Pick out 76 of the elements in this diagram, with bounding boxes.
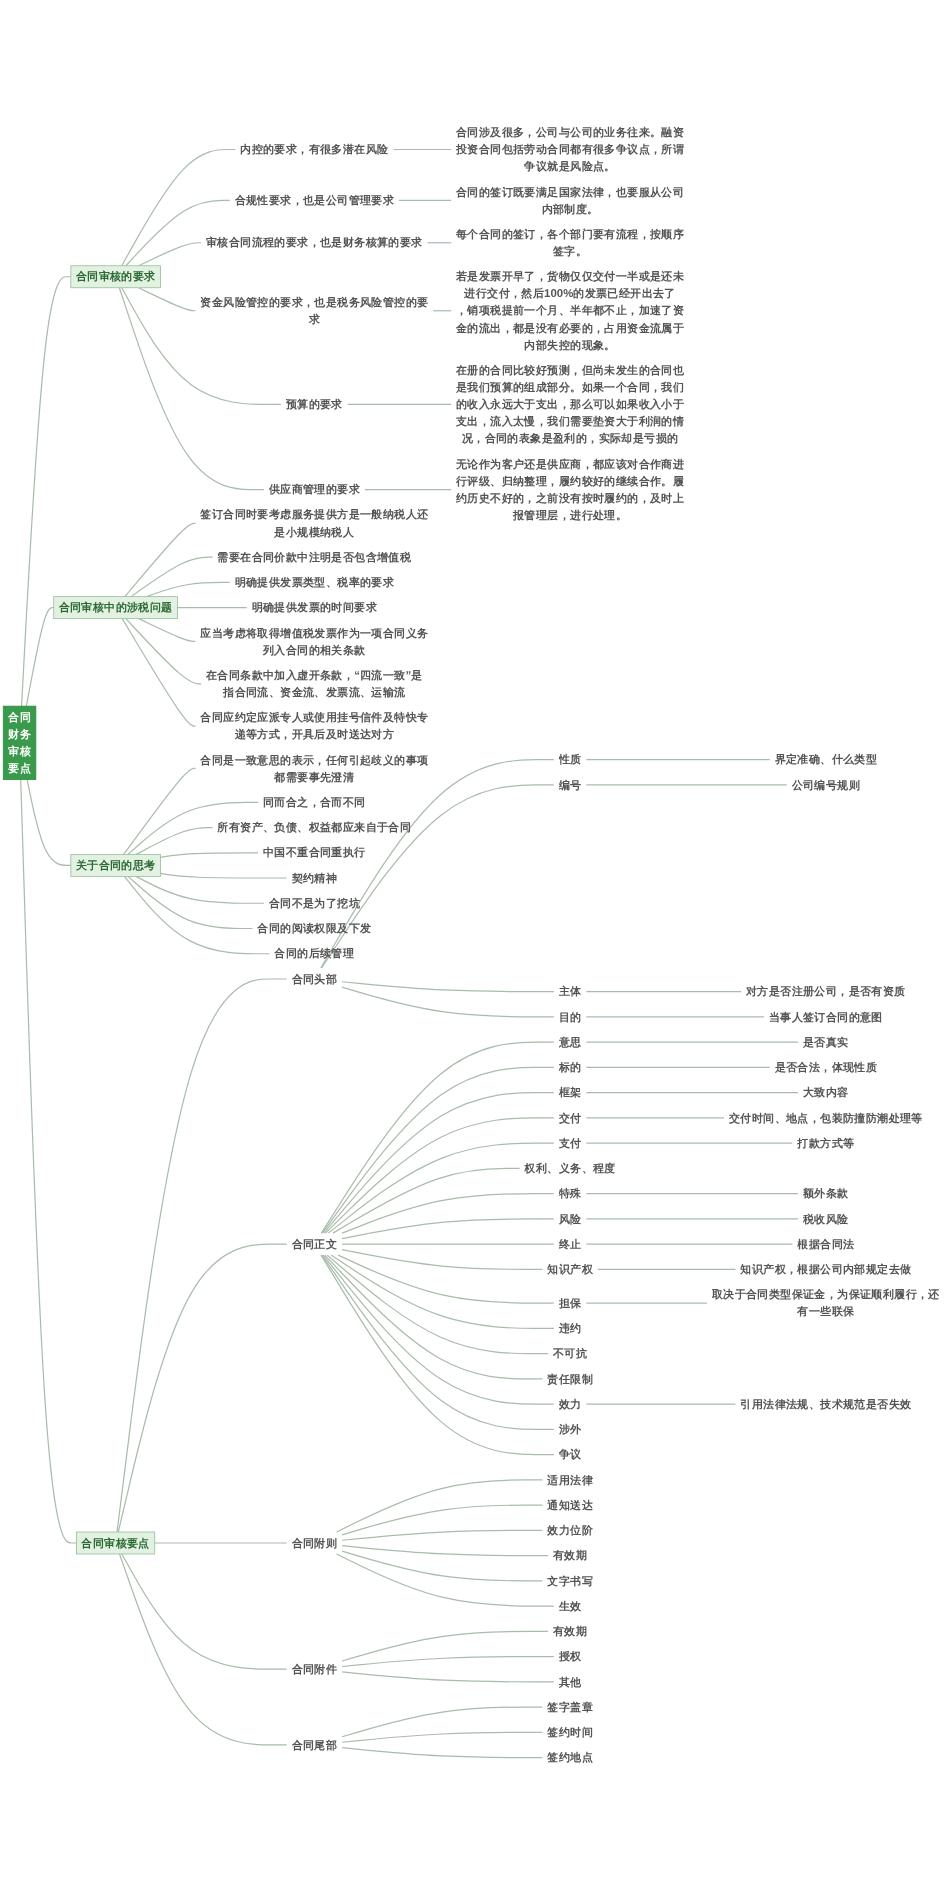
connector (125, 199, 231, 267)
connector (130, 556, 214, 598)
connector (585, 784, 788, 786)
connector (341, 1630, 549, 1662)
connector (585, 1142, 794, 1144)
connector (398, 199, 452, 201)
connector (20, 276, 72, 707)
connector (123, 875, 271, 955)
connector (585, 1016, 765, 1018)
connector (585, 1117, 725, 1119)
connector (341, 1656, 555, 1668)
connector (341, 1504, 543, 1536)
connector (137, 242, 202, 267)
connector (341, 1706, 543, 1738)
connector (341, 1747, 543, 1759)
connector (159, 872, 288, 879)
connector (121, 618, 197, 727)
connector (337, 1254, 555, 1304)
connector (121, 1553, 288, 1670)
connector (116, 978, 288, 1533)
connector (124, 522, 197, 598)
connector (135, 875, 265, 904)
connector (341, 1193, 555, 1234)
connector (125, 618, 202, 685)
connector (392, 148, 452, 151)
connector (585, 759, 771, 761)
connector (332, 1167, 521, 1234)
connector (336, 1479, 543, 1533)
connector (135, 826, 214, 855)
connector (127, 875, 254, 930)
connector (323, 1092, 555, 1234)
connector (585, 1041, 799, 1043)
connector (137, 287, 197, 312)
connector (585, 1092, 799, 1094)
connector (585, 1302, 708, 1304)
connector (585, 991, 742, 993)
connector (327, 1142, 555, 1234)
connector (585, 1193, 799, 1195)
connector (341, 981, 555, 993)
connector (341, 986, 555, 1018)
connector (138, 618, 197, 643)
connector (118, 287, 265, 491)
connector (341, 1248, 543, 1270)
connector (127, 801, 259, 855)
connector (324, 1254, 543, 1380)
connector (341, 1529, 543, 1541)
connector (121, 148, 236, 267)
connector (123, 767, 197, 855)
connector (20, 778, 78, 1544)
connector (176, 607, 248, 609)
connector (326, 1254, 549, 1355)
connector (597, 1268, 737, 1270)
connector (341, 1545, 549, 1557)
connector (121, 287, 282, 406)
connector (341, 1550, 543, 1582)
connector (25, 607, 55, 707)
connector (324, 1117, 555, 1234)
connector (117, 1243, 288, 1533)
connector (347, 403, 452, 406)
connector (26, 778, 72, 866)
connector (585, 1066, 771, 1068)
connector (336, 1553, 555, 1607)
connector (585, 1243, 794, 1245)
connector (341, 1243, 555, 1245)
connector (341, 1731, 543, 1743)
connector (154, 1542, 288, 1544)
connector (426, 242, 452, 244)
connector (585, 1218, 799, 1220)
connector (330, 1254, 555, 1329)
connector (585, 1403, 737, 1405)
connector (159, 852, 259, 858)
connector (145, 581, 231, 598)
connector (118, 1553, 288, 1746)
connector (364, 488, 452, 491)
connector (341, 1671, 555, 1683)
connector (341, 1218, 555, 1240)
